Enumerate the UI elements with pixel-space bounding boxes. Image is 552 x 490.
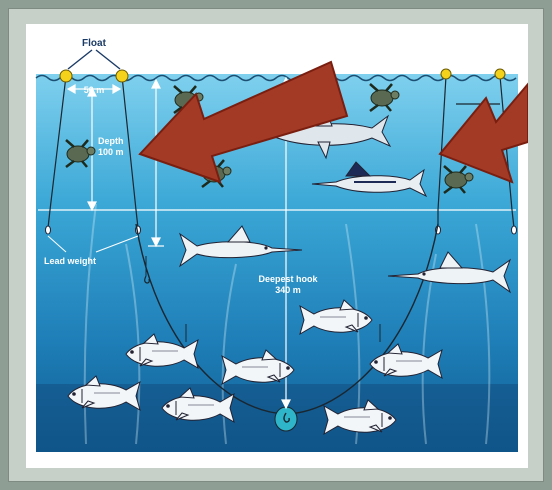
float-icon [495,69,505,79]
float-label-pointers [68,50,120,69]
longline-diagram: Float 50 m Depth 100 m Lead weight Deepe… [26,24,528,468]
depth-label: Depth [98,136,124,146]
deepest-hook-label: Deepest hook [258,274,318,284]
lead-weight-label: Lead weight [44,256,96,266]
float-spacing-label: 50 m [84,85,105,95]
float-icon [441,69,451,79]
deepest-hook-value-label: 340 m [275,285,301,295]
diagram-card: Float 50 m Depth 100 m Lead weight Deepe… [26,24,528,468]
float-icon [116,70,128,82]
lead-weight-icon [46,226,51,234]
deepest-hook-marker [275,407,297,431]
depth-value-label: 100 m [98,147,124,157]
float-icon [60,70,72,82]
float-label: Float [82,38,107,49]
lead-weight-icon [512,226,517,234]
